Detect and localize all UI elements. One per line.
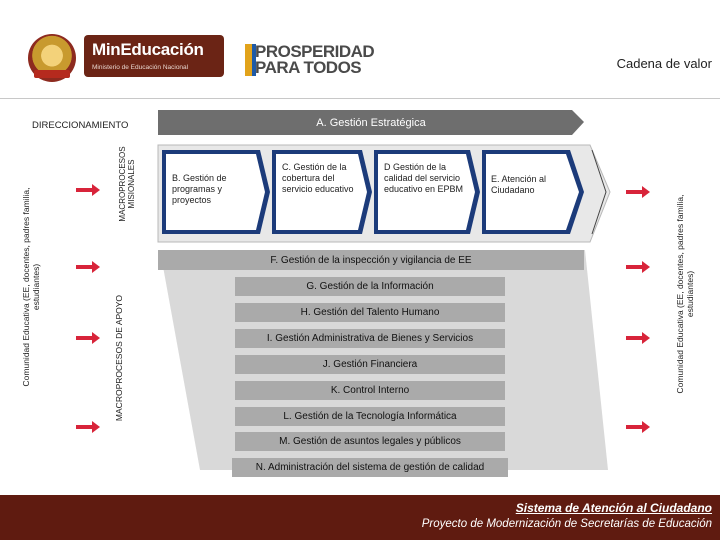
right-arrow-4 [626, 421, 650, 433]
missional-c-inner [276, 154, 367, 230]
missional-label-d: D Gestión de la calidad del servicio edu… [384, 162, 464, 194]
direccionamiento-label: DIRECCIONAMIENTO [32, 120, 129, 131]
prosperidad-line2: PARA TODOS [255, 58, 362, 77]
page-title: Cadena de valor [616, 56, 712, 71]
missional-b-inner [166, 154, 265, 230]
prosperidad-logo-mark [245, 44, 252, 76]
seal-ribbon [34, 70, 70, 78]
support-bar-i: I. Gestión Administrativa de Bienes y Se… [235, 329, 505, 348]
missional-label-b: B. Gestión de programas y proyectos [172, 173, 227, 205]
missional-outer-outline [591, 149, 607, 235]
missional-d-inner [378, 154, 475, 230]
support-bar-g: G. Gestión de la Información [235, 277, 505, 296]
footer-bar [0, 495, 720, 540]
support-bar-j: J. Gestión Financiera [235, 355, 505, 374]
missional-e-inner [486, 154, 579, 230]
strategic-label: A. Gestión Estratégica [316, 116, 426, 129]
left-arrow-1 [76, 184, 100, 196]
support-bar-k: K. Control Interno [235, 381, 505, 400]
mineducacion-logo [84, 35, 224, 77]
left-arrow-4 [76, 421, 100, 433]
support-bar-m: M. Gestión de asuntos legales y públicos [235, 432, 505, 451]
right-arrow-1 [626, 186, 650, 198]
support-bar-h: H. Gestión del Talento Humano [235, 303, 505, 322]
support-bar-f: F. Gestión de la inspección y vigilancia… [158, 250, 584, 270]
left-arrow-2 [76, 261, 100, 273]
right-arrows [626, 186, 650, 433]
missional-label-e: E. Atención al Ciudadano [491, 174, 547, 195]
prosperidad-logo: PROSPERIDAD PARA TODOS [255, 42, 375, 77]
support-bar-l: L. Gestión de la Tecnología Informática [235, 407, 505, 426]
support-bar-n: N. Administración del sistema de gestión… [232, 458, 508, 477]
missional-label-c: C. Gestión de la cobertura del servicio … [282, 162, 354, 194]
mineducacion-logo-subtitle: Ministerio de Educación Nacional [92, 64, 189, 71]
left-arrows [76, 184, 100, 433]
prosperidad-line1: PROSPERIDAD [255, 42, 375, 61]
right-arrow-3 [626, 332, 650, 344]
prosperidad-logo-mark-blue [252, 44, 256, 76]
footer-line2: Proyecto de Modernización de Secretarías… [421, 518, 712, 530]
strategic-bar [158, 110, 584, 135]
left-arrow-3 [76, 332, 100, 344]
right-arrow-2 [626, 261, 650, 273]
header-divider [0, 98, 720, 99]
mineducacion-logo-title: MinEducación [92, 40, 204, 59]
footer-line1: Sistema de Atención al Ciudadano [515, 501, 712, 515]
